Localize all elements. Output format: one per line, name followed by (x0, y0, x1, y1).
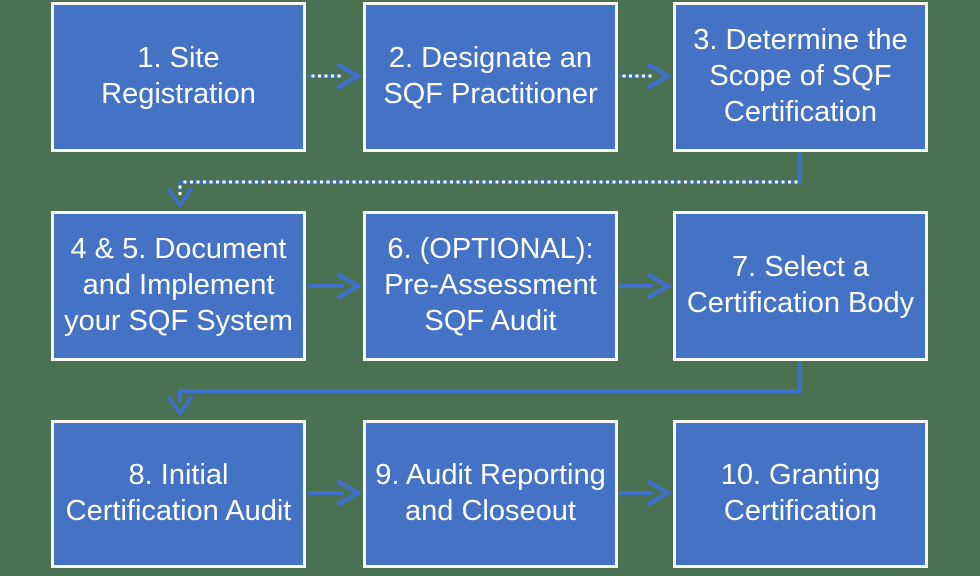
node-preassessment-audit: 6. (OPTIONAL): Pre-Assessment SQF Audit (363, 211, 618, 361)
arrow-right-icon (336, 479, 363, 507)
connector-1-2 (308, 62, 363, 90)
node-site-registration: 1. Site Registration (51, 2, 306, 152)
node-label: 2. Designate an SQF Practitioner (383, 42, 598, 110)
node-label: 6. (OPTIONAL): Pre-Assessment SQF Audit (384, 233, 597, 337)
node-label: 9. Audit Reporting and Closeout (375, 459, 606, 527)
connector-8-9 (308, 479, 363, 507)
arrow-down-icon (167, 188, 193, 209)
connector-7-8 (167, 361, 802, 417)
connector-2-3 (619, 62, 673, 90)
node-label: 1. Site Registration (101, 42, 256, 110)
connector-9-10 (619, 479, 673, 507)
node-audit-reporting-closeout: 9. Audit Reporting and Closeout (363, 420, 618, 568)
node-initial-certification-audit: 8. Initial Certification Audit (51, 420, 306, 568)
arrow-right-icon (646, 272, 673, 300)
node-label: 10. Granting Certification (720, 459, 881, 527)
node-label: 4 & 5. Document and Implement your SQF S… (64, 233, 293, 337)
connector-3-45 (167, 152, 802, 209)
node-label: 8. Initial Certification Audit (65, 459, 292, 527)
node-label: 7. Select a Certification Body (686, 251, 915, 319)
connector-6-7 (619, 272, 673, 300)
node-granting-certification: 10. Granting Certification (673, 420, 928, 568)
node-determine-scope: 3. Determine the Scope of SQF Certificat… (673, 2, 928, 152)
node-label: 3. Determine the Scope of SQF Certificat… (693, 24, 908, 128)
arrow-right-icon (646, 479, 673, 507)
arrow-right-icon (336, 272, 363, 300)
connector-45-6 (308, 272, 363, 300)
arrow-right-icon (646, 62, 673, 90)
arrow-down-icon (167, 396, 193, 417)
arrow-right-icon (336, 62, 363, 90)
node-document-implement: 4 & 5. Document and Implement your SQF S… (51, 211, 306, 361)
node-select-certification-body: 7. Select a Certification Body (673, 211, 928, 361)
node-designate-practitioner: 2. Designate an SQF Practitioner (363, 2, 618, 152)
